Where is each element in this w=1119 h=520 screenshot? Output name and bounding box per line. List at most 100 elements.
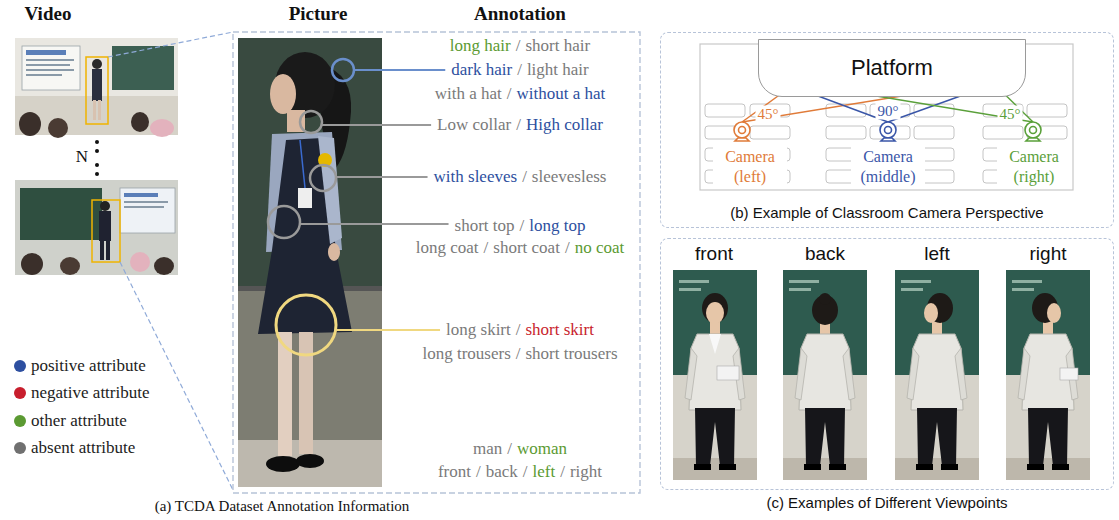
attribute-text: long skirt [446, 320, 511, 340]
view-label: back [805, 243, 845, 265]
drawing-part [120, 262, 233, 490]
annotation-line: man/woman [473, 439, 567, 459]
panel-box: (b) Example of Classroom Camera Perspect… [660, 32, 1114, 228]
attribute-text: light hair [527, 60, 589, 80]
viewpoint-photo [673, 270, 757, 480]
drawing-part [95, 163, 99, 167]
drawing-part [880, 122, 896, 138]
drawing-part [26, 74, 62, 76]
drawing-part [706, 302, 724, 324]
attribute-text: sleevesless [532, 167, 607, 187]
attribute-text: back [486, 462, 518, 482]
attribute-text: short coat [493, 238, 560, 258]
attribute-text: / [516, 115, 521, 135]
platform-label: Platform [851, 55, 933, 81]
attribute-text: / [517, 60, 522, 80]
drawing-part [795, 320, 855, 470]
frame-count: N [76, 147, 88, 167]
drawing-part [1030, 127, 1037, 134]
panel-caption: (b) Example of Classroom Camera Perspect… [730, 204, 1043, 221]
attribute-text: woman [517, 439, 567, 459]
legend-text: absent attribute [31, 438, 135, 458]
drawing-part [819, 293, 831, 305]
drawing-part [328, 243, 340, 261]
attribute-text: with a hat [435, 84, 502, 104]
attribute-text: / [484, 238, 489, 258]
drawing-part [702, 293, 728, 323]
attribute-text: / [560, 462, 565, 482]
attribute-text: / [523, 462, 528, 482]
drawing-part [924, 303, 938, 323]
caption: (a) TCDA Dataset Annotation Information [155, 498, 410, 515]
drawing-part [60, 257, 80, 275]
drawing-part [717, 366, 739, 380]
attribute-text: short top [455, 216, 515, 236]
drawing-part [48, 118, 68, 138]
drawing-part [1047, 303, 1061, 323]
legend-swatch [14, 360, 26, 372]
attribute-marker [268, 59, 354, 355]
drawing-part [112, 46, 174, 90]
drawing-part [100, 240, 104, 260]
column-heading: Annotation [474, 3, 566, 25]
attribute-text: / [522, 167, 527, 187]
drawing-part [354, 69, 445, 71]
annotation-line: short top/long top [455, 216, 586, 236]
view-label: front [695, 243, 733, 265]
drawing-part [19, 112, 41, 136]
drawing-part [734, 122, 750, 138]
drawing-part [296, 454, 324, 468]
drawing-part [276, 295, 336, 355]
attribute-text: long trousers [422, 344, 510, 364]
drawing-part [300, 111, 322, 133]
annotation-line: with a hat/without a hat [435, 84, 606, 104]
attribute-text: with sleeves [434, 167, 518, 187]
drawing-part [914, 126, 954, 139]
drawing-part [1006, 270, 1090, 480]
annotation-line: long skirt/short skirt [446, 320, 594, 340]
drawing-part [266, 456, 300, 472]
drawing-part [300, 223, 449, 225]
attribute-text: no coat [575, 238, 625, 258]
drawing-part [907, 320, 967, 470]
angle-label: 45° [998, 106, 1023, 123]
attribute-text: / [516, 344, 521, 364]
panel-border [233, 32, 640, 493]
platform-box: Platform [758, 39, 1026, 97]
drawing-part [26, 59, 74, 61]
annotation-line: long coat/short coat/no coat [416, 238, 624, 258]
viewpoint-photo [783, 270, 867, 480]
attribute-text: without a hat [517, 84, 606, 104]
drawing-part [92, 59, 102, 69]
annotation-line: long hair/short hair [450, 36, 590, 56]
annotation-line: with sleeves/sleevesless [434, 167, 607, 187]
person-photo [238, 38, 382, 487]
drawing-part [895, 270, 979, 480]
drawing-part [332, 59, 354, 81]
drawing-part [238, 38, 382, 487]
drawing-part [783, 270, 867, 480]
drawing-part [98, 100, 101, 120]
drawing-part [300, 140, 305, 188]
drawing-part [95, 149, 99, 153]
drawing-part [1060, 368, 1078, 380]
drawing-part [673, 270, 757, 480]
legend-swatch [14, 387, 26, 399]
view-label: left [924, 243, 949, 265]
drawing-part [983, 126, 1023, 139]
drawing-part [99, 211, 111, 241]
leader-line [300, 70, 449, 330]
legend-text: negative attribute [31, 383, 149, 403]
view-label: right [1030, 243, 1067, 265]
drawing-part [750, 126, 790, 139]
drawing-part [734, 122, 1041, 141]
drawing-part [705, 104, 745, 117]
attribute-text: dark hair [451, 60, 512, 80]
legend-text: other attribute [31, 411, 127, 431]
drawing-part [86, 57, 108, 124]
drawing-part [685, 320, 745, 470]
drawing-part [93, 100, 96, 120]
drawing-part [15, 38, 178, 135]
drawing-part [131, 112, 149, 132]
